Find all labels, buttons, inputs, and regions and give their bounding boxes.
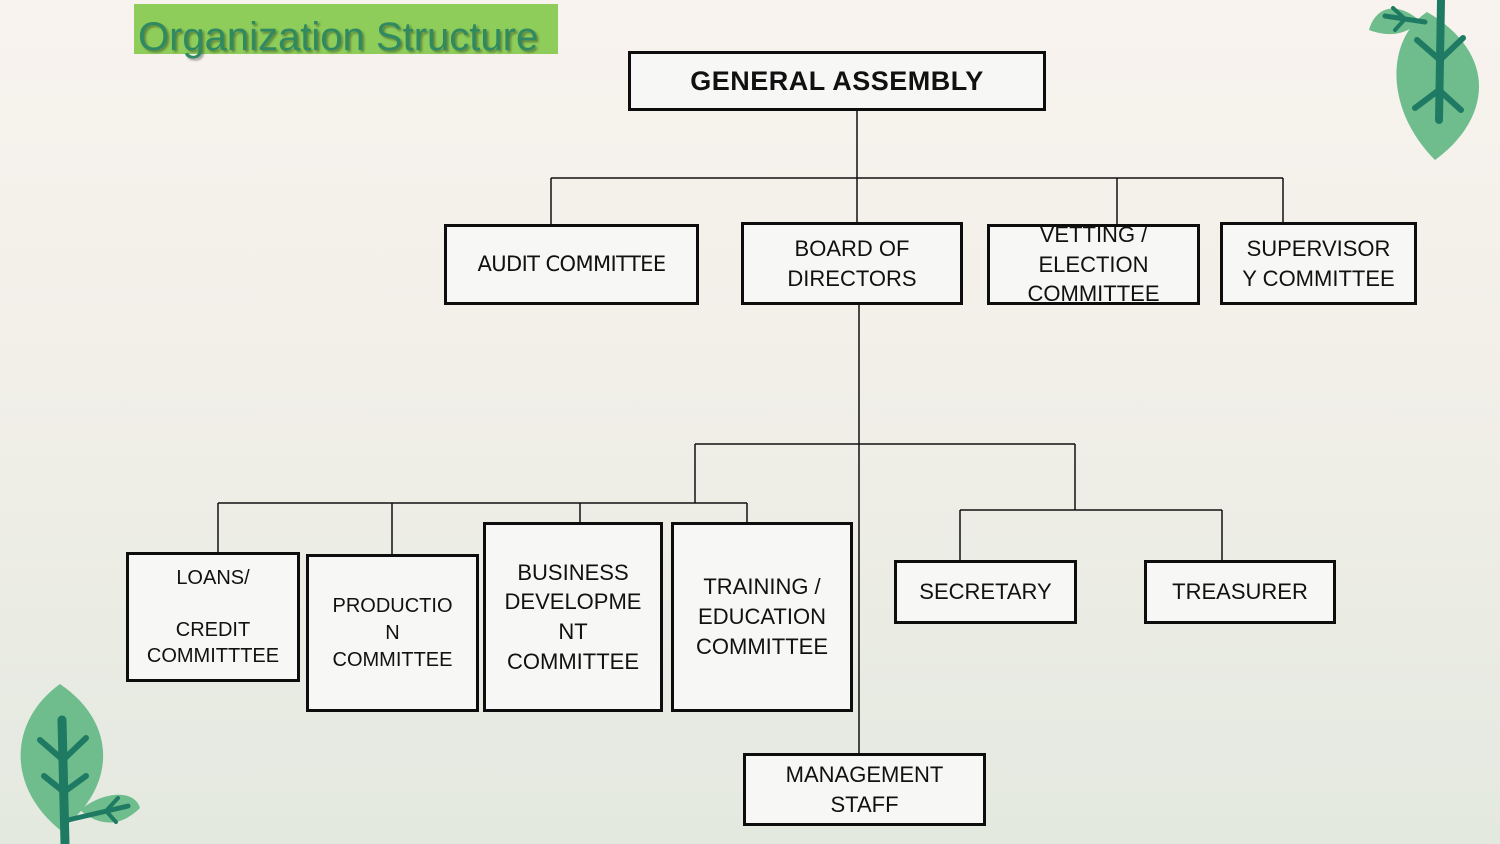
management-staff-box: MANAGEMENT STAFF: [743, 753, 986, 826]
leaf-bottom-left-icon: [20, 684, 140, 844]
supervisory-committee-box: SUPERVISOR Y COMMITTEE: [1220, 222, 1417, 305]
loans-credit-committee-box: LOANS/ CREDIT COMMITTTEE: [126, 552, 300, 682]
production-committee-box: PRODUCTIO N COMMITTEE: [306, 554, 479, 712]
vetting-election-committee-label: VETTING / ELECTION COMMITTEE: [1027, 221, 1160, 307]
general-assembly-box: GENERAL ASSEMBLY: [628, 51, 1046, 111]
secretary-label: SECRETARY: [919, 579, 1052, 605]
vetting-election-committee-box: VETTING / ELECTION COMMITTEE: [987, 222, 1200, 306]
general-assembly-label: GENERAL ASSEMBLY: [690, 65, 984, 96]
audit-committee-label: AUDIT COMMITTEE: [477, 252, 666, 277]
treasurer-label: TREASURER: [1172, 579, 1308, 605]
training-education-committee-box: TRAINING / EDUCATION COMMITTEE: [671, 522, 853, 712]
business-development-committee-label: BUSINESS DEVELOPME NT COMMITTEE: [504, 559, 642, 674]
loans-credit-committee-label: LOANS/ CREDIT COMMITTTEE: [146, 567, 280, 667]
production-committee-label: PRODUCTIO N COMMITTEE: [332, 594, 453, 671]
slide-title: Organization Structure: [134, 4, 558, 59]
secretary-box: SECRETARY: [894, 560, 1077, 624]
audit-committee-box: AUDIT COMMITTEE: [444, 224, 699, 305]
treasurer-box: TREASURER: [1144, 560, 1336, 624]
management-staff-label: MANAGEMENT STAFF: [785, 761, 944, 817]
board-of-directors-box: BOARD OF DIRECTORS: [741, 222, 963, 305]
supervisory-committee-label: SUPERVISOR Y COMMITTEE: [1242, 235, 1395, 291]
business-development-committee-box: BUSINESS DEVELOPME NT COMMITTEE: [483, 522, 663, 712]
leaf-top-right-icon: [1369, 0, 1480, 160]
training-education-committee-label: TRAINING / EDUCATION COMMITTEE: [696, 574, 828, 659]
board-of-directors-label: BOARD OF DIRECTORS: [787, 235, 917, 291]
